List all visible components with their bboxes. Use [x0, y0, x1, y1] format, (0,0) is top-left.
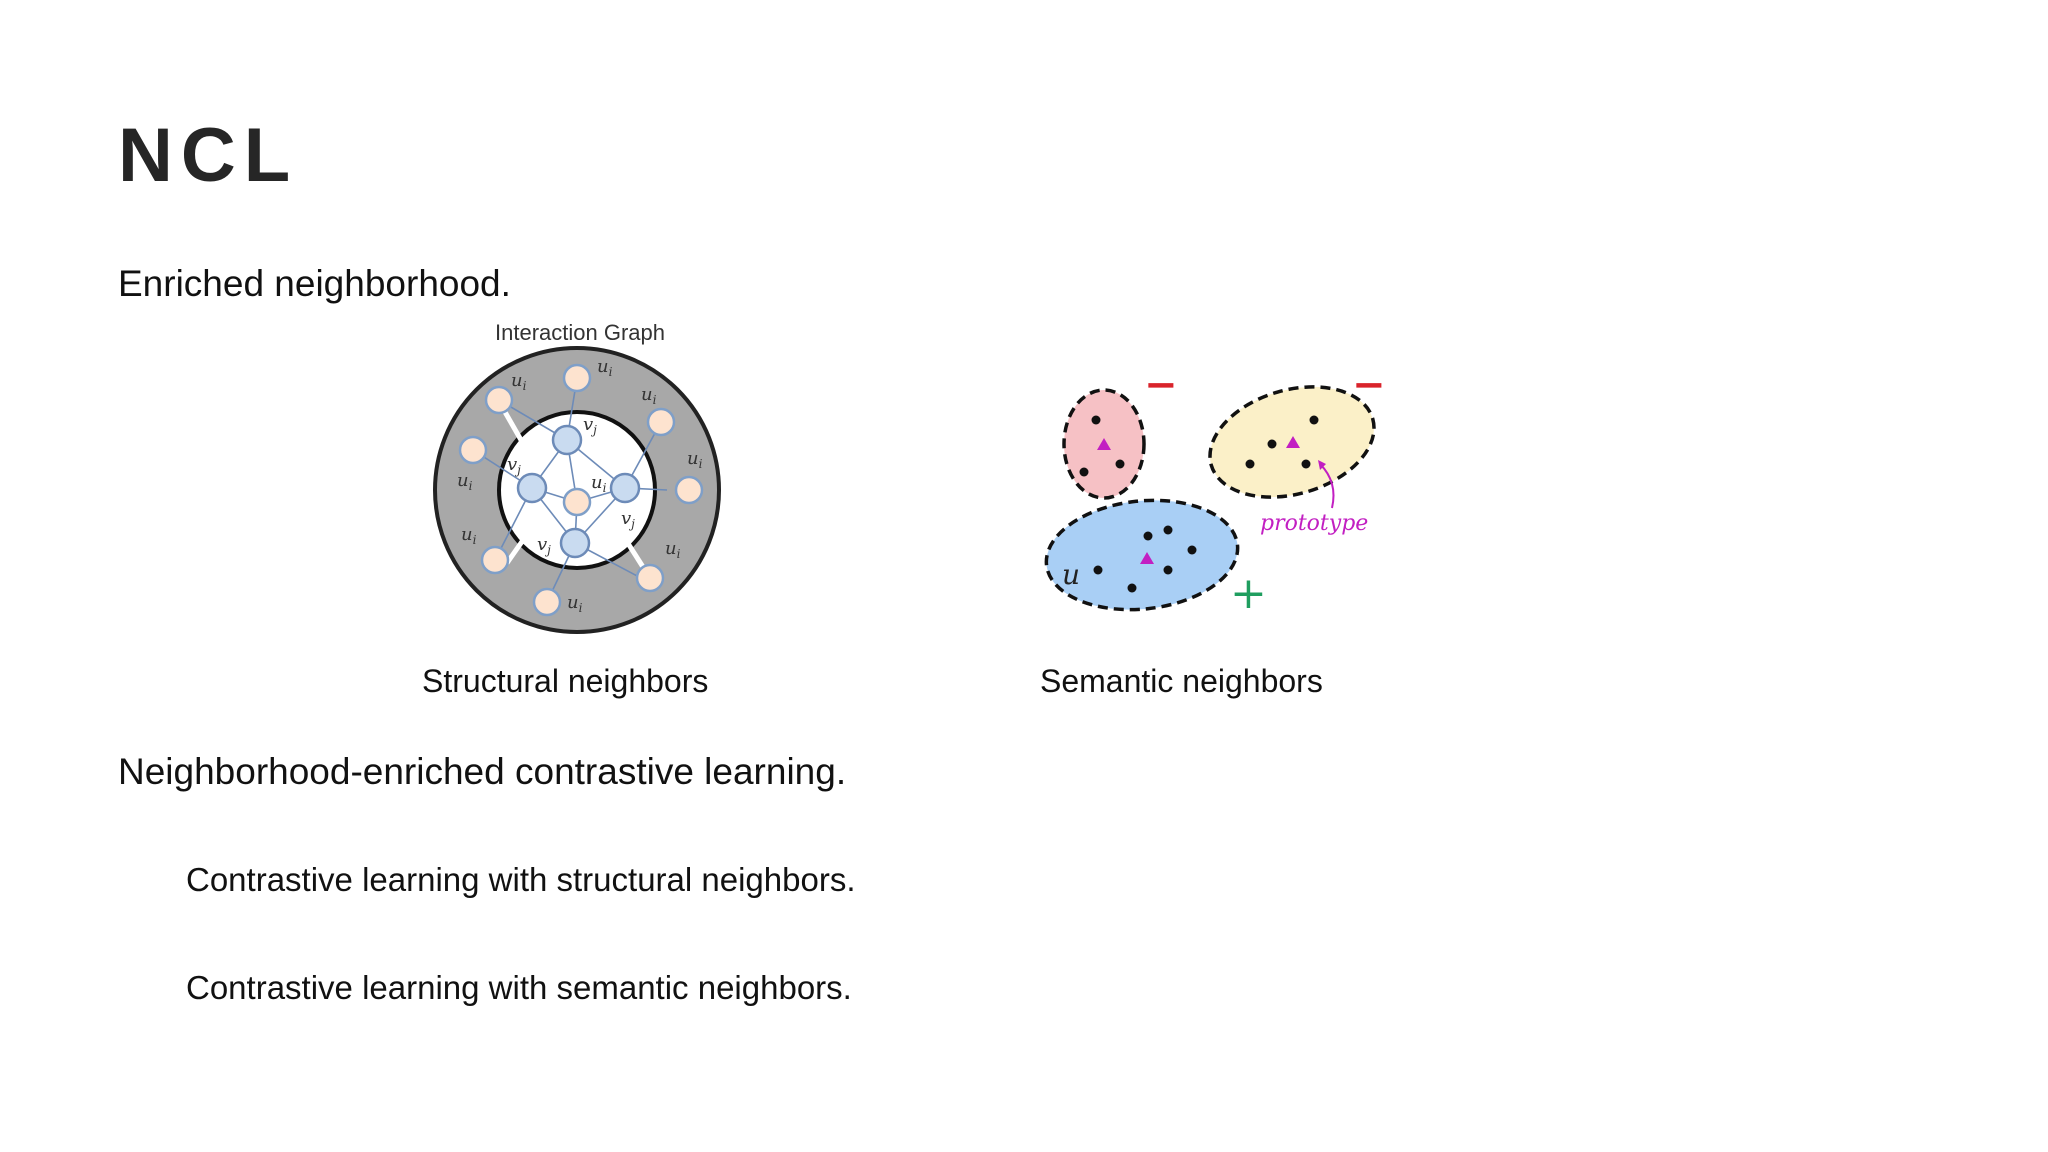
node-labels: ui ui ui ui ui ui ui ui ui vj vj vj vj	[457, 356, 703, 615]
structural-neighbors-figure: Interaction Graph	[433, 320, 721, 634]
sub-bullet-structural: Contrastive learning with structural nei…	[186, 861, 856, 898]
bullet-enriched-neighborhood: Enriched neighborhood.	[118, 263, 511, 304]
item-nodes	[516, 424, 641, 559]
positive-cluster-blue	[1044, 498, 1240, 612]
svg-text:ui: ui	[457, 470, 473, 493]
svg-text:ui: ui	[665, 538, 681, 561]
sub-bullet-semantic: Contrastive learning with semantic neigh…	[186, 969, 852, 1006]
prototype-triangles	[1097, 436, 1300, 564]
svg-text:ui: ui	[461, 524, 477, 547]
negative-sign-yellow: −	[1352, 370, 1386, 408]
semantic-neighbors-figure: prototype − − + u	[1044, 370, 1386, 619]
svg-text:ui: ui	[687, 448, 703, 471]
svg-text:ui: ui	[567, 592, 583, 615]
svg-text:ui: ui	[511, 370, 527, 393]
svg-text:vj: vj	[507, 454, 521, 477]
negative-sign-pink: −	[1144, 370, 1178, 408]
svg-text:ui: ui	[597, 356, 613, 379]
interaction-graph-title: Interaction Graph	[495, 320, 665, 345]
semantic-neighbors-caption: Semantic neighbors	[1040, 663, 1323, 699]
structural-neighbors-caption: Structural neighbors	[422, 663, 709, 699]
positive-sign: +	[1230, 568, 1267, 619]
svg-text:ui: ui	[591, 472, 607, 495]
cluster-points	[1079, 415, 1319, 593]
user-label: u	[1062, 558, 1080, 591]
prototype-label: prototype	[1260, 511, 1368, 536]
svg-text:vj: vj	[583, 414, 597, 437]
bullet-neighborhood-enriched-cl: Neighborhood-enriched contrastive learni…	[118, 751, 847, 792]
slide-title: NCL	[118, 113, 299, 198]
user-nodes	[458, 363, 704, 617]
svg-text:vj: vj	[621, 508, 635, 531]
svg-text:vj: vj	[537, 534, 551, 557]
svg-text:ui: ui	[641, 384, 657, 407]
